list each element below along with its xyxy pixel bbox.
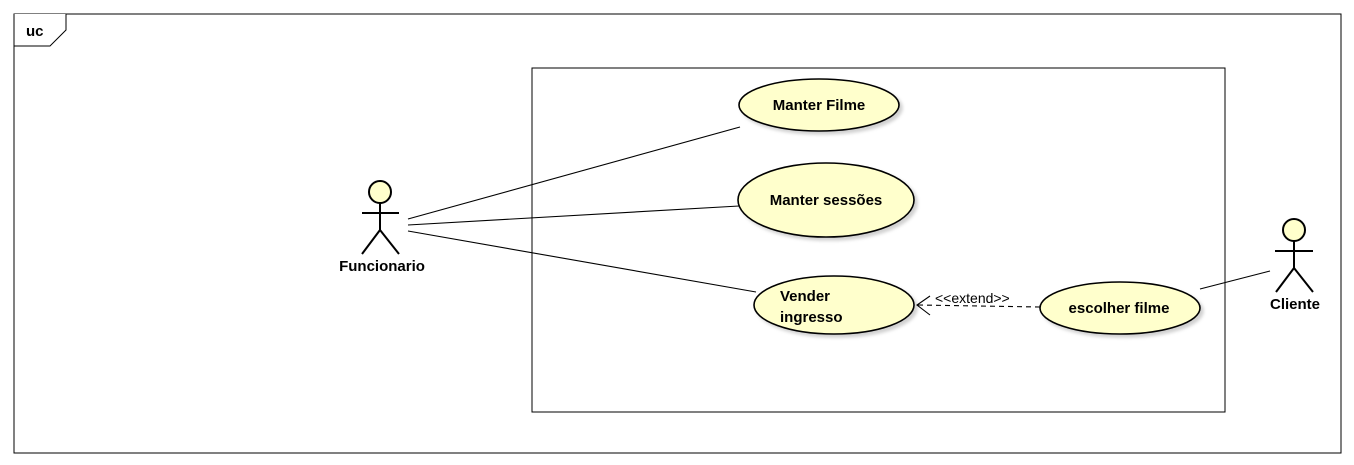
use-case-manter-sessoes[interactable] <box>737 162 915 238</box>
actor-funcionario-label: Funcionario <box>339 258 425 275</box>
actor-funcionario[interactable] <box>361 180 400 255</box>
use-case-escolher-filme-label: escolher filme <box>1069 300 1170 317</box>
use-case-vender-ingresso-label-line2: ingresso <box>780 309 843 326</box>
use-case-escolher-filme[interactable] <box>1039 281 1201 335</box>
association-funcionario-manter-filme[interactable] <box>407 126 741 220</box>
association-cliente-escolher-filme[interactable] <box>1199 270 1271 290</box>
use-case-manter-sessoes-label: Manter sessões <box>770 192 883 209</box>
use-case-manter-filme-label: Manter Filme <box>773 97 866 114</box>
system-boundary <box>531 67 1226 413</box>
extend-label: <<extend>> <box>935 290 1010 306</box>
use-case-manter-filme[interactable] <box>738 78 900 132</box>
use-case-vender-ingresso-label-line1: Vender <box>780 288 830 305</box>
frame-label-tab <box>13 14 67 47</box>
association-funcionario-vender-ingresso[interactable] <box>407 230 757 293</box>
actor-cliente-head <box>1282 218 1306 242</box>
extend-arrowhead <box>916 295 931 316</box>
actor-cliente-label: Cliente <box>1270 296 1320 313</box>
frame-label: uc <box>26 23 44 40</box>
actor-funcionario-head <box>368 180 392 204</box>
use-case-vender-ingresso[interactable] <box>753 275 915 335</box>
actor-cliente[interactable] <box>1275 218 1314 293</box>
association-funcionario-manter-sessoes[interactable] <box>407 205 740 226</box>
extend-dependency-line[interactable] <box>917 304 1041 308</box>
